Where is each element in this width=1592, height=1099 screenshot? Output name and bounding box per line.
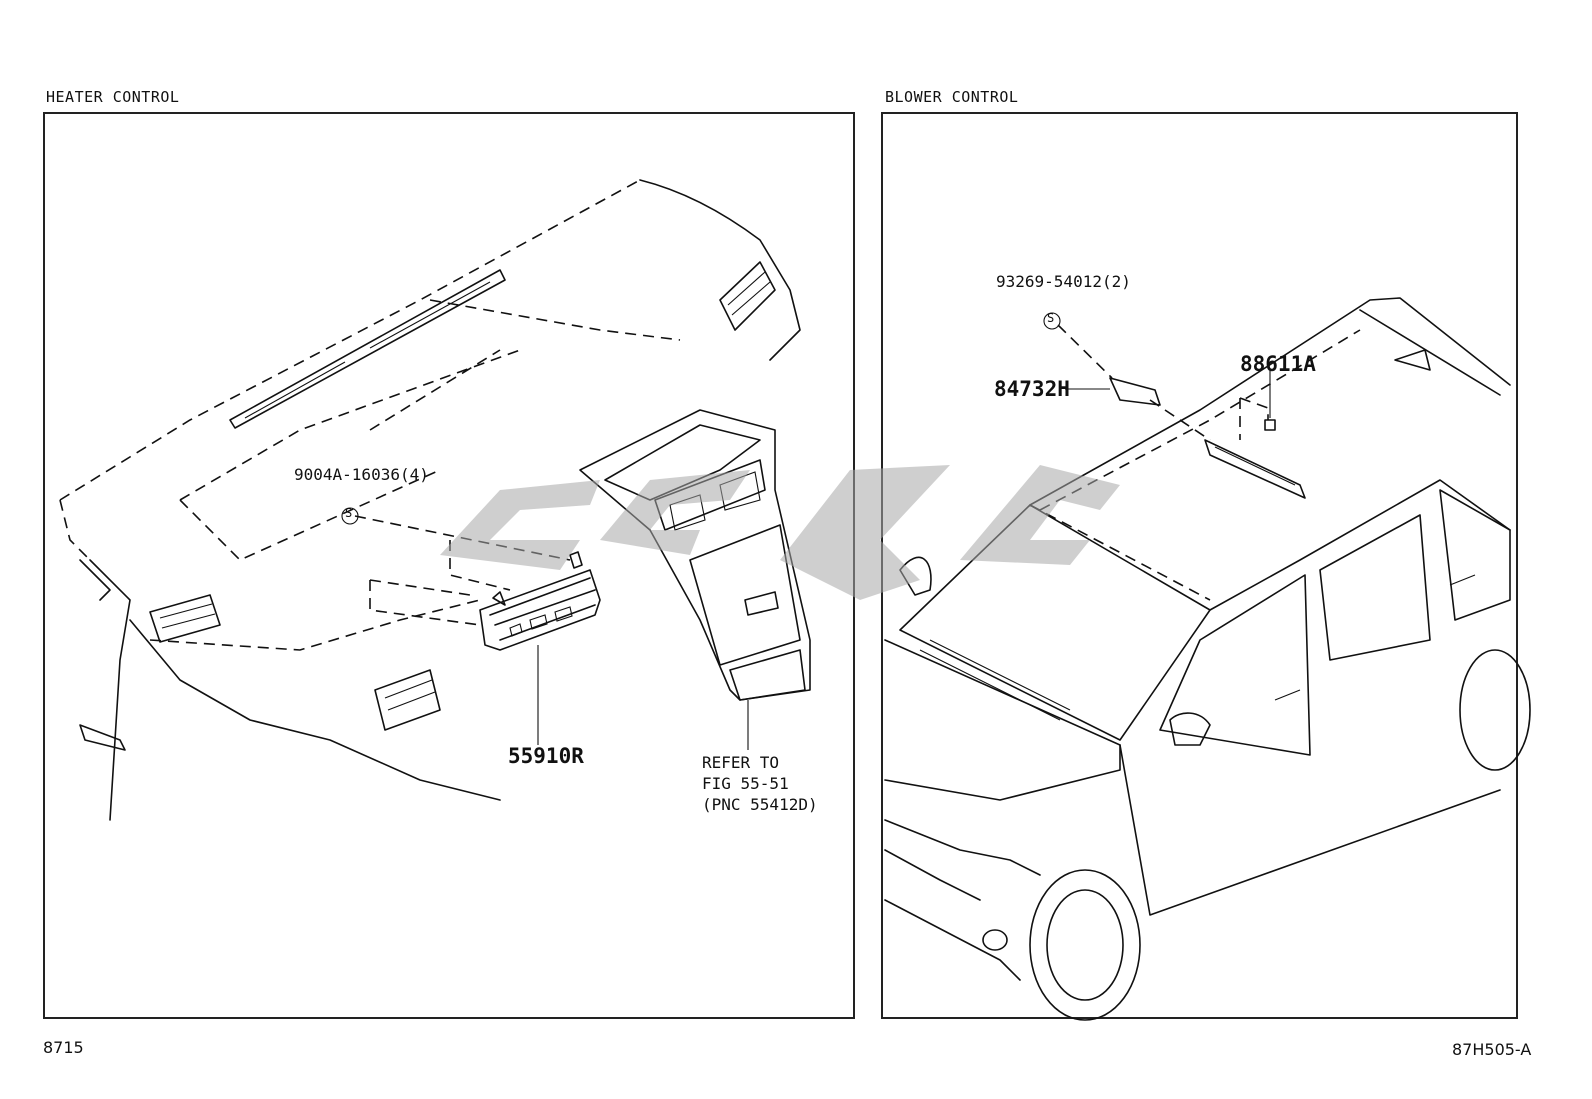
switch-part-number: 88611A — [1240, 352, 1316, 376]
heater-control-unit — [479, 551, 601, 651]
blower-screw-letter: S — [1047, 311, 1055, 325]
blower-switch — [1204, 439, 1306, 499]
refer-to-figure-note: REFER TO FIG 55-51 (PNC 55412D) — [702, 753, 818, 814]
blower-panel-title: BLOWER CONTROL — [885, 88, 1019, 106]
heater-panel-title: HEATER CONTROL — [46, 88, 180, 106]
blower-screw-callout: 93269-54012(2) — [996, 272, 1131, 291]
heater-screw-callout: 9004A-16036(4) — [294, 465, 429, 484]
blower-control-panel — [881, 112, 1518, 1019]
bracket-part — [1109, 377, 1161, 406]
blower-screw-symbol — [1043, 312, 1061, 330]
heater-screw-symbol — [341, 507, 359, 525]
watermark-logo — [440, 465, 1120, 600]
vehicle-drawing — [884, 297, 1531, 1021]
heater-control-part-number: 55910R — [508, 744, 584, 768]
heater-control-panel — [43, 112, 855, 1019]
heater-screw-letter: S — [345, 506, 353, 520]
dashboard-drawing — [59, 179, 811, 821]
footer-left-code: 8715 — [43, 1038, 84, 1057]
bracket-part-number: 84732H — [994, 377, 1070, 401]
footer-right-code: 87H505-A — [1452, 1040, 1532, 1059]
